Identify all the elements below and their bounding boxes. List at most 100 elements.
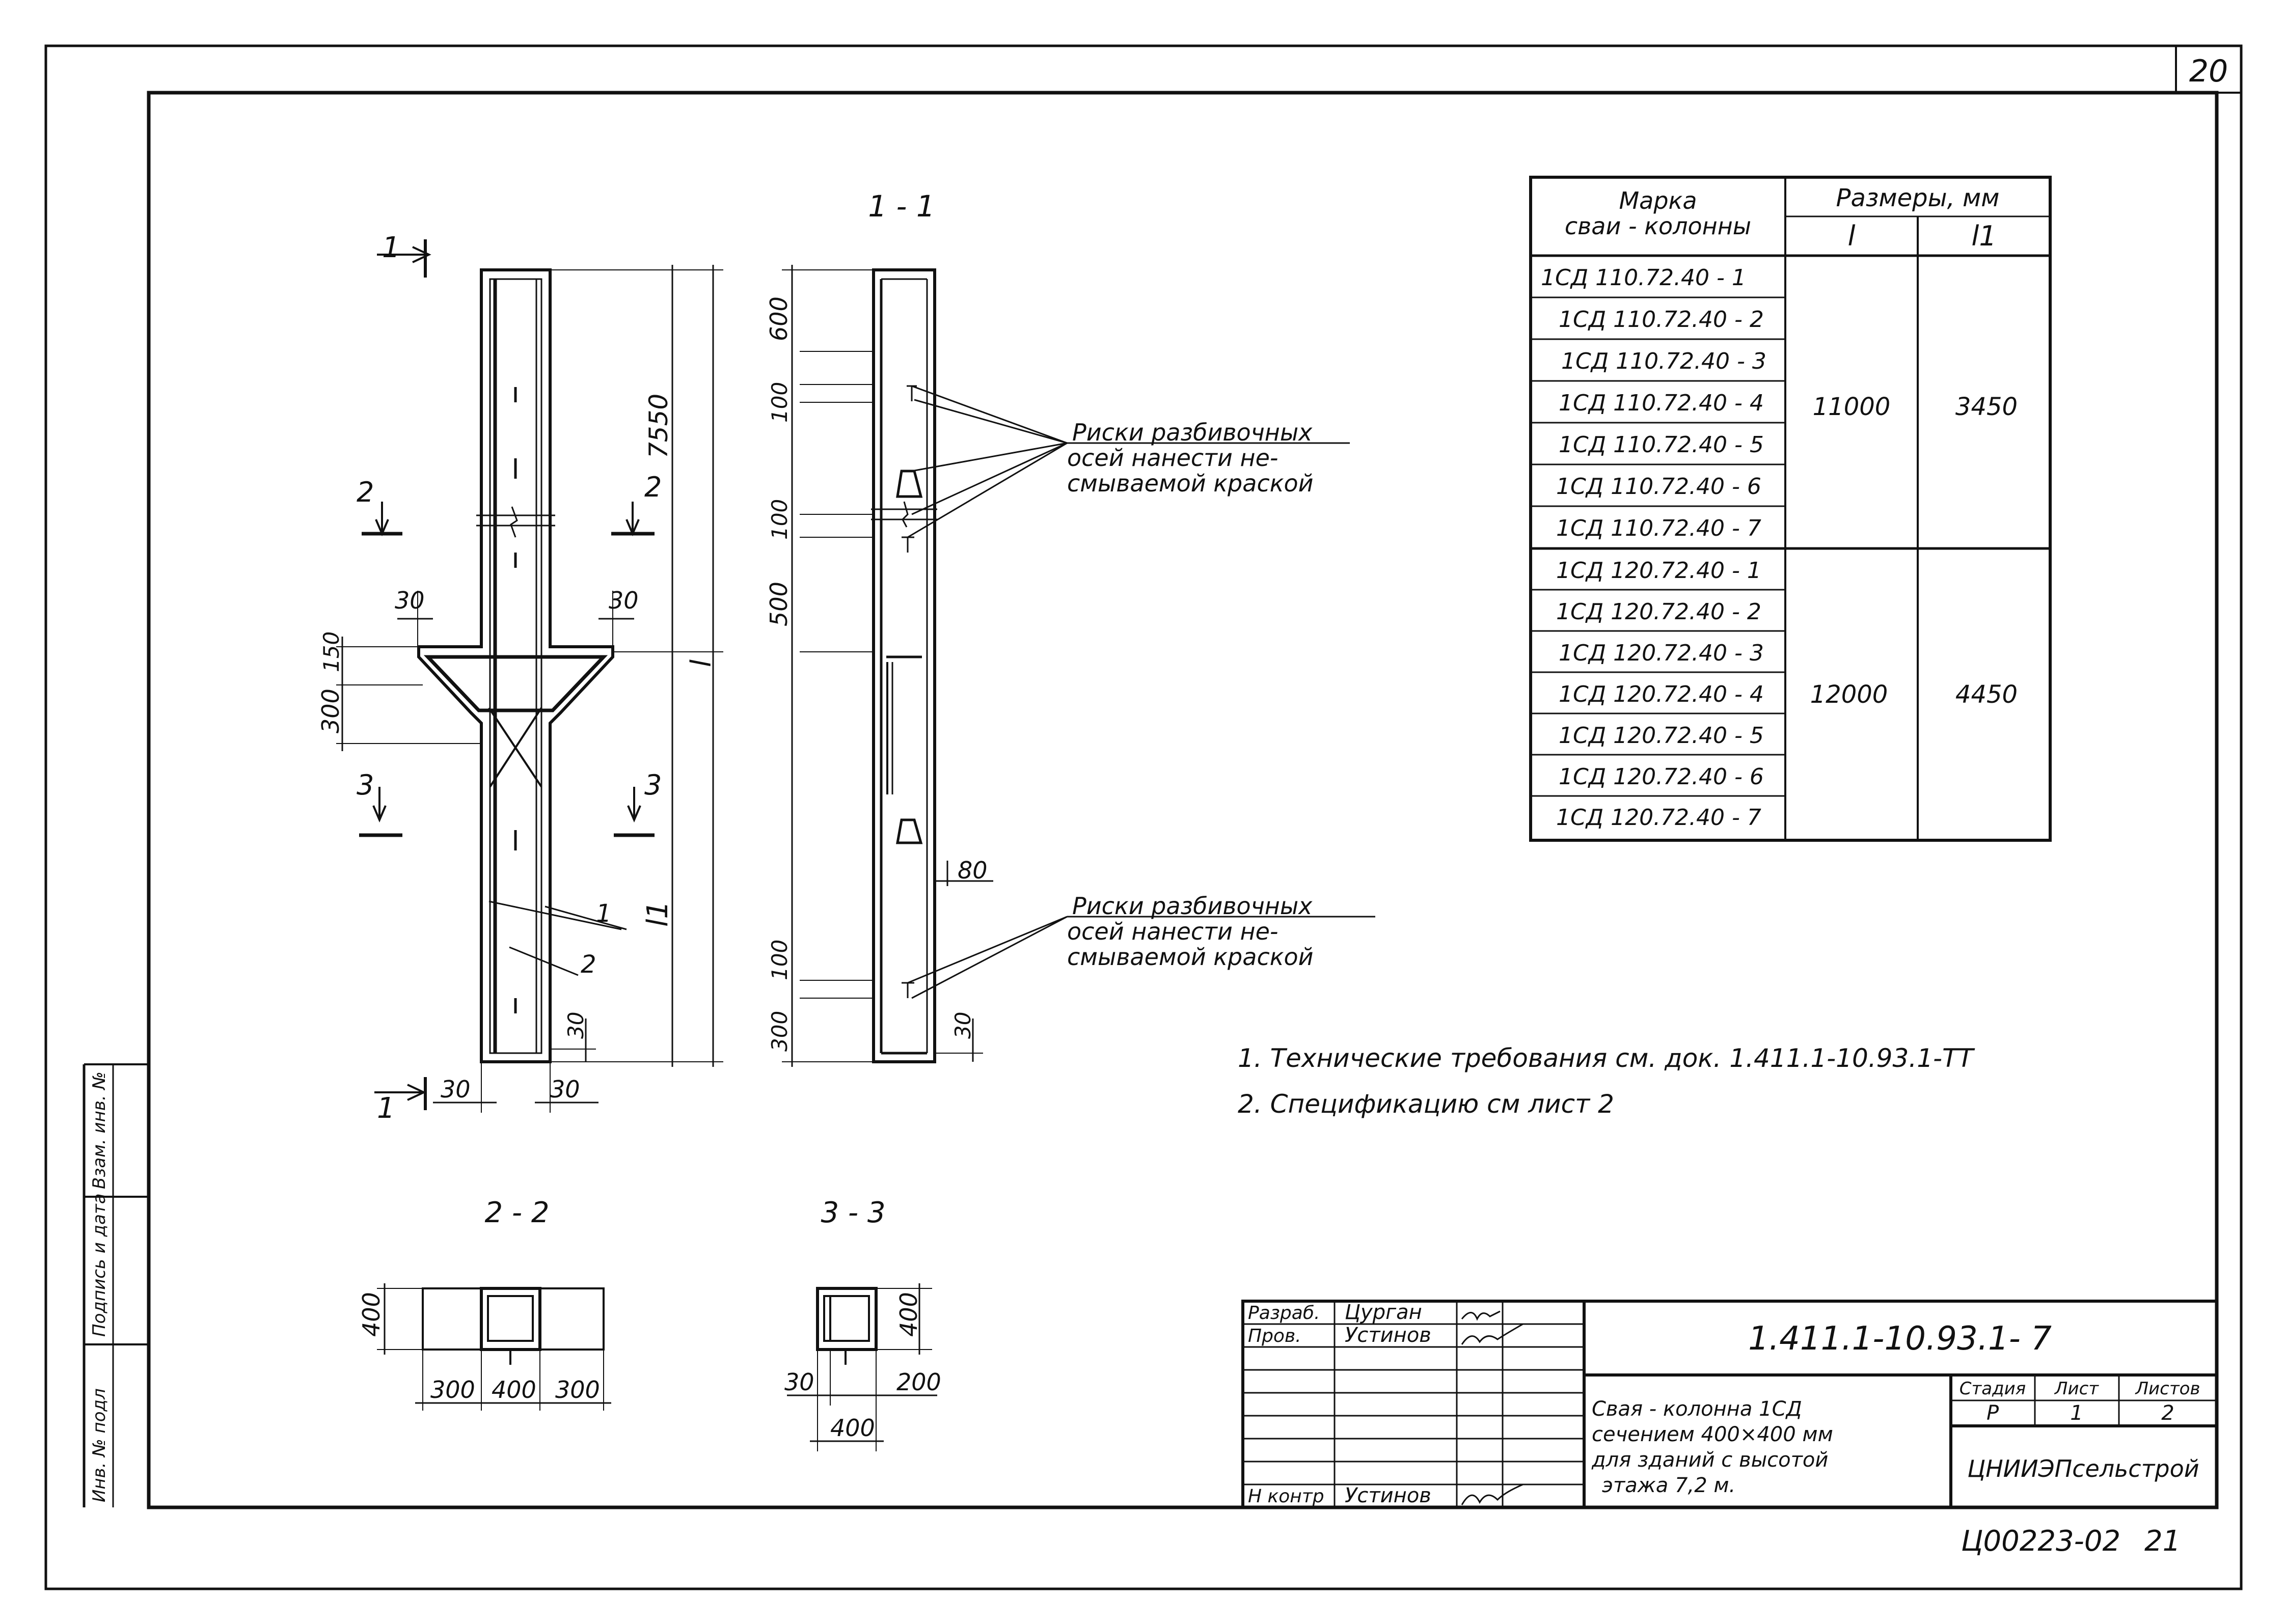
marker-note-upper-l3: смываемой краской xyxy=(1067,470,1314,497)
dim-30-bottom-left: 30 xyxy=(441,1076,471,1103)
callout-2: 2 xyxy=(581,950,596,979)
callout-1: 1 xyxy=(596,899,612,928)
stamp-title-4: этажа 7,2 м. xyxy=(1602,1474,1735,1497)
document-code: 1.411.1-10.93.1- 7 xyxy=(1748,1320,2052,1358)
s33-left: 30 xyxy=(784,1368,814,1396)
side-label-replace: Взам. инв. № xyxy=(89,1071,110,1189)
stamp-sheets-header: Листов xyxy=(2134,1379,2200,1399)
s22-w2: 400 xyxy=(492,1376,536,1403)
table-row: 1СД 120.72.40 - 4 xyxy=(1559,681,1764,707)
table-row: 1СД 120.72.40 - 1 xyxy=(1556,558,1761,584)
dim-30-top-left: 30 xyxy=(395,587,425,614)
dim-100-c: 100 xyxy=(767,940,792,980)
table-rows: 1СД 110.72.40 - 1 1СД 110.72.40 - 2 1СД … xyxy=(1541,265,1766,831)
table-row: 1СД 110.72.40 - 1 xyxy=(1541,265,1746,291)
marker-note-upper-l2: осей нанести не- xyxy=(1067,444,1278,472)
s33-height: 400 xyxy=(895,1292,922,1337)
dim-30-s11: 30 xyxy=(950,1012,975,1039)
s22-w1: 300 xyxy=(430,1376,475,1403)
side-label-sign: Подпись и дата xyxy=(89,1193,110,1337)
group2-l1: 4450 xyxy=(1955,680,2018,709)
dim-30-top-right: 30 xyxy=(609,587,639,614)
marks-table xyxy=(1529,176,2052,842)
cut-mark-2-right: 2 xyxy=(644,471,662,503)
cut-mark-1-bottom: 1 xyxy=(377,1092,395,1125)
stamp-sheets: 2 xyxy=(2161,1401,2174,1425)
dim-80: 80 xyxy=(958,857,988,884)
table-row: 1СД 120.72.40 - 3 xyxy=(1559,640,1764,666)
page-number: 20 xyxy=(2189,53,2228,89)
table-row: 1СД 120.72.40 - 6 xyxy=(1559,764,1764,790)
dim-100-a: 100 xyxy=(767,382,792,423)
title-block xyxy=(1241,1300,2218,1509)
table-row: 1СД 120.72.40 - 5 xyxy=(1559,723,1764,749)
table-header-sizes: Размеры, мм xyxy=(1836,184,2000,212)
dim-7550: 7550 xyxy=(644,394,673,458)
dim-l: l xyxy=(685,659,717,667)
table-header-l: l xyxy=(1847,220,1855,252)
note-2: 2. Спецификацию см лист 2 xyxy=(1238,1089,1614,1119)
table-row: 1СД 110.72.40 - 3 xyxy=(1561,348,1766,374)
sheet-frame xyxy=(44,44,2243,1590)
dim-30-bottom-right: 30 xyxy=(550,1076,580,1103)
table-header-mark-2: сваи - колонны xyxy=(1565,212,1751,240)
table-row: 1СД 110.72.40 - 7 xyxy=(1556,515,1761,541)
table-row: 1СД 110.72.40 - 5 xyxy=(1559,432,1764,458)
marker-note-upper-l1: Риски разбивочных xyxy=(1072,419,1313,446)
table-header-mark-1: Марка xyxy=(1619,187,1697,214)
note-1: 1. Технические требования см. док. 1.411… xyxy=(1238,1043,1975,1073)
section-2-2 xyxy=(377,1283,611,1411)
stamp-stage: Р xyxy=(1986,1401,1999,1425)
stamp-name-dev: Цурган xyxy=(1345,1301,1422,1324)
dim-500: 500 xyxy=(765,582,793,626)
table-row: 1СД 110.72.40 - 6 xyxy=(1556,474,1761,500)
stamp-org: ЦНИИЭПсельстрой xyxy=(1967,1455,2199,1482)
table-header-l1: l1 xyxy=(1971,220,1996,252)
dim-300-s11: 300 xyxy=(767,1011,792,1052)
marker-note-lower-l1: Риски разбивочных xyxy=(1072,892,1313,920)
section-1-1 xyxy=(782,265,1375,1067)
view-title-3-3: 3 - 3 xyxy=(821,1196,885,1229)
group1-l: 11000 xyxy=(1813,393,1891,421)
view-title-2-2: 2 - 2 xyxy=(484,1196,549,1229)
table-row: 1СД 120.72.40 - 7 xyxy=(1556,805,1761,831)
side-stamp xyxy=(83,1063,149,1507)
archive-number: 21 xyxy=(2144,1525,2181,1558)
stamp-role-check: Пров. xyxy=(1248,1326,1301,1346)
dim-100-b: 100 xyxy=(767,499,792,540)
s33-width: 400 xyxy=(830,1414,875,1442)
cut-mark-2-left: 2 xyxy=(357,476,374,508)
group2-l: 12000 xyxy=(1810,680,1888,709)
archive-code: Ц00223-02 xyxy=(1961,1525,2120,1558)
stamp-title-2: сечением 400×400 мм xyxy=(1592,1423,1833,1446)
stamp-title-3: для зданий с высотой xyxy=(1591,1448,1828,1472)
dim-300-left: 300 xyxy=(317,689,344,733)
dim-30-right: 30 xyxy=(563,1012,588,1039)
table-row: 1СД 110.72.40 - 4 xyxy=(1559,390,1764,416)
dim-150: 150 xyxy=(319,631,344,672)
group1-l1: 3450 xyxy=(1955,393,2018,421)
table-row: 1СД 110.72.40 - 2 xyxy=(1559,307,1764,333)
table-row-lines xyxy=(1531,296,1785,797)
section-3-3-shape xyxy=(787,1283,937,1451)
stamp-sheet-header: Лист xyxy=(2054,1379,2099,1399)
dim-600: 600 xyxy=(765,296,793,341)
table-row: 1СД 120.72.40 - 2 xyxy=(1556,599,1761,625)
pile-elevation xyxy=(336,239,723,1113)
cut-mark-3-right: 3 xyxy=(644,769,662,801)
marker-note-lower-l3: смываемой краской xyxy=(1067,943,1314,971)
stamp-role-dev: Разраб. xyxy=(1248,1303,1320,1324)
s33-right: 200 xyxy=(896,1368,941,1396)
view-title-1-1: 1 - 1 xyxy=(868,189,935,224)
stamp-sheet: 1 xyxy=(2070,1401,2083,1425)
stamp-name-normcontrol: Устинов xyxy=(1345,1484,1431,1507)
cut-mark-1-top: 1 xyxy=(382,231,400,264)
dim-l1: l1 xyxy=(641,901,674,927)
cut-mark-3-left: 3 xyxy=(357,769,374,801)
stamp-role-normcontrol: Н контр xyxy=(1248,1486,1324,1507)
stamp-title-1: Свая - колонна 1СД xyxy=(1592,1397,1802,1421)
s22-height: 400 xyxy=(358,1292,385,1337)
side-label-inv: Инв. № подл xyxy=(89,1388,110,1502)
marker-note-lower-l2: осей нанести не- xyxy=(1067,918,1278,945)
